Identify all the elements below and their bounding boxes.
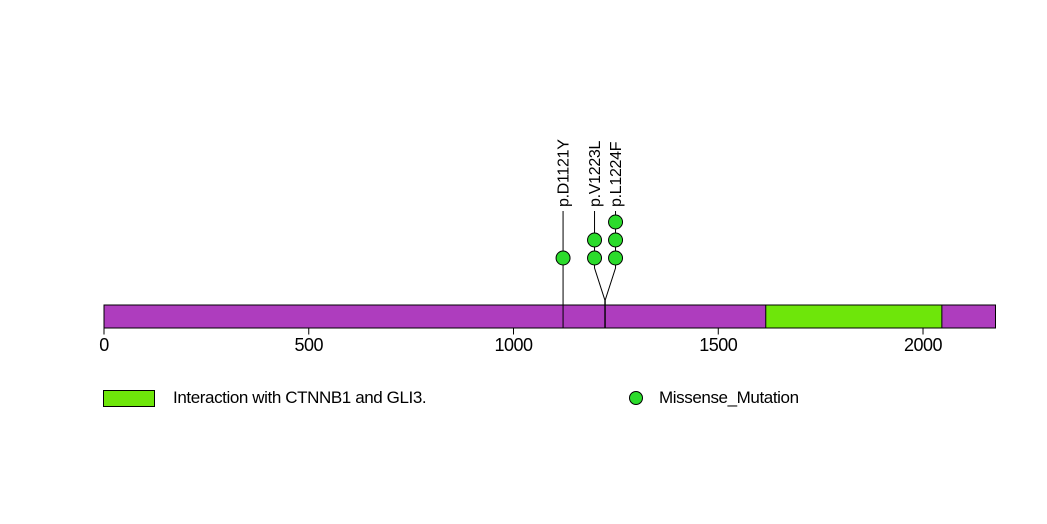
mutation-label: p.L1224F [608,141,625,207]
legend-item-domain: Interaction with CTNNB1 and GLI3. [103,388,427,408]
axis-tick-label: 1000 [494,335,533,355]
domain-swatch-icon [103,389,155,407]
mutation-label: p.D1121Y [555,139,572,207]
axis-tick-label: 1500 [699,335,738,355]
axis-tick-label: 2000 [904,335,943,355]
missense-swatch-icon [629,391,643,405]
legend-item-missense: Missense_Mutation [629,388,799,408]
mutation-circle [587,250,603,266]
mutation-circle [608,250,624,266]
axis-tick-label: 500 [294,335,323,355]
mutation-label: p.V1223L [587,140,604,207]
mutation-circle [555,250,571,266]
mutation-circle [587,232,603,248]
missense-legend-label: Missense_Mutation [659,388,799,407]
domain-legend-label: Interaction with CTNNB1 and GLI3. [173,388,427,407]
mutation-circle [608,232,624,248]
axis-tick-label: 0 [99,335,109,355]
domain-region [765,304,943,329]
mutation-circle [608,214,624,230]
